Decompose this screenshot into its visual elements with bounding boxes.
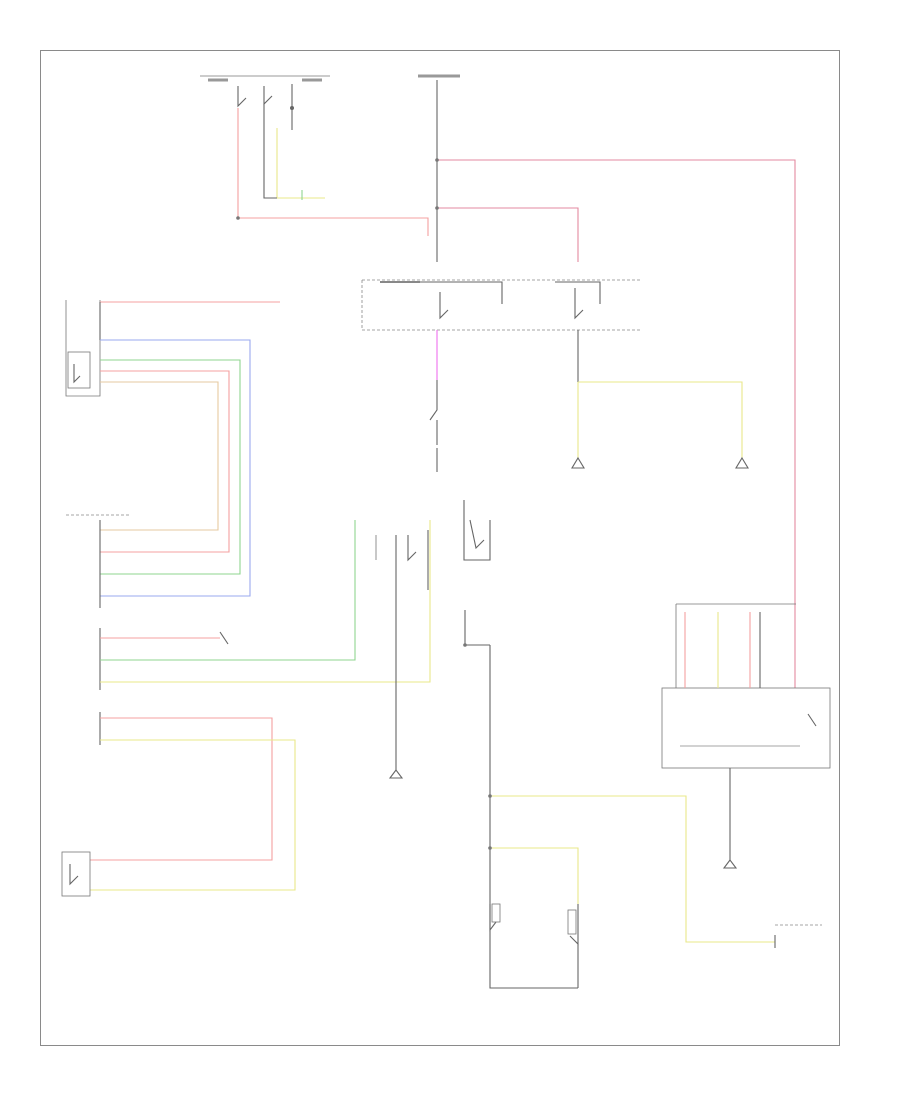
- wire-yellow-top: [276, 128, 325, 199]
- wire-pink-right-relay: [437, 207, 579, 262]
- wire-yellow-bottom-short: [490, 847, 579, 904]
- wire-tan-harness: [100, 381, 219, 531]
- pcm-connector: [66, 514, 130, 745]
- tcm-block: [661, 603, 831, 769]
- brake-switch-box: [361, 279, 640, 331]
- left-sensor-box: [65, 300, 101, 397]
- wire-yellow-bottom-long: [490, 795, 775, 943]
- top-center-fuse-group: [418, 74, 460, 160]
- lower-left-sensor: [61, 851, 91, 897]
- wire-red-top: [237, 108, 429, 236]
- wire-yellow-long: [100, 520, 431, 683]
- center-switch-group: [375, 500, 491, 590]
- bottom-switch-group: [489, 903, 579, 946]
- wire-green-harness: [100, 359, 241, 575]
- wire-pink-long: [437, 159, 796, 688]
- top-left-fuse-group: [200, 75, 330, 130]
- wire-red-harness: [100, 370, 230, 553]
- wire-green-long: [100, 520, 356, 661]
- connector-markers: [236, 158, 492, 850]
- wire-yellow-right: [578, 381, 743, 458]
- bottom-right-connector: [774, 924, 822, 948]
- wire-blue-harness: [100, 339, 251, 597]
- diagram-frame: [40, 50, 840, 1046]
